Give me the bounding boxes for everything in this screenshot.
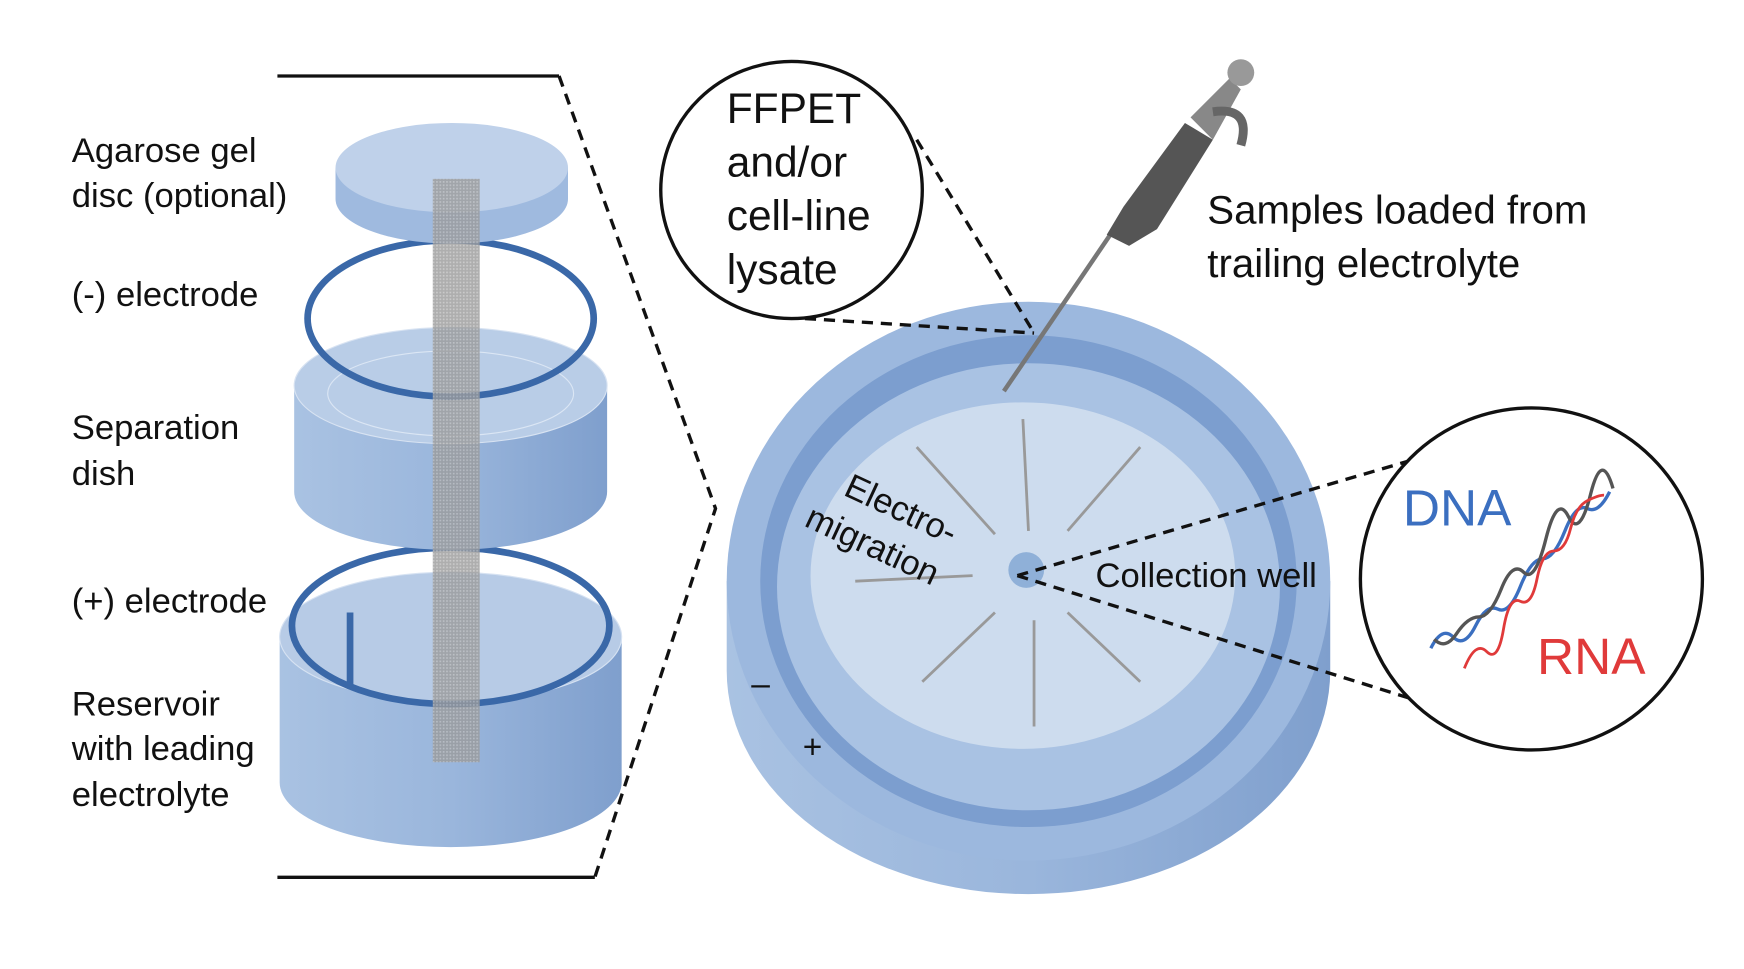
pipette-icon bbox=[1002, 59, 1255, 393]
label-reservoir-2: with leading bbox=[71, 730, 255, 768]
zoom-dashed-lines bbox=[557, 75, 718, 878]
separation-dish-closeup bbox=[726, 301, 1331, 895]
label-reservoir-1: Reservoir bbox=[72, 685, 220, 723]
label-neg-electrode: (-) electrode bbox=[72, 276, 259, 314]
dna-helix-icon bbox=[1429, 491, 1612, 650]
central-mesh-column bbox=[432, 178, 480, 763]
dna-label: DNA bbox=[1403, 478, 1512, 536]
minus-sign: – bbox=[751, 666, 770, 703]
collection-well-label: Collection well bbox=[1096, 557, 1317, 595]
rna-label: RNA bbox=[1537, 627, 1646, 685]
collection-well bbox=[1008, 552, 1045, 588]
label-agarose-1: Agarose gel bbox=[72, 132, 257, 170]
pipette-label-1: Samples loaded from bbox=[1207, 188, 1587, 233]
sample-callout-circle bbox=[659, 59, 924, 321]
exploded-device-stack bbox=[277, 74, 623, 880]
well-callout-dashes bbox=[1016, 458, 1412, 701]
label-separation-1: Separation bbox=[72, 409, 239, 447]
label-agarose-2: disc (optional) bbox=[72, 177, 288, 215]
sample-callout-dashes bbox=[804, 138, 1036, 335]
rna-strand-icon bbox=[1463, 493, 1605, 669]
label-pos-electrode: (+) electrode bbox=[72, 582, 267, 620]
nucleic-callout-circle bbox=[1358, 406, 1705, 752]
label-separation-2: dish bbox=[72, 455, 136, 493]
label-reservoir-3: electrolyte bbox=[72, 776, 230, 814]
plus-sign: + bbox=[803, 729, 823, 766]
sample-line-3: cell-line bbox=[727, 192, 871, 239]
sample-line-2: and/or bbox=[727, 139, 847, 186]
sample-line-1: FFPET bbox=[727, 85, 861, 132]
pipette-label-2: trailing electrolyte bbox=[1207, 241, 1520, 286]
dna-helix-strand bbox=[1432, 468, 1615, 646]
sample-line-4: lysate bbox=[727, 246, 838, 293]
migration-arrows bbox=[855, 419, 1142, 727]
